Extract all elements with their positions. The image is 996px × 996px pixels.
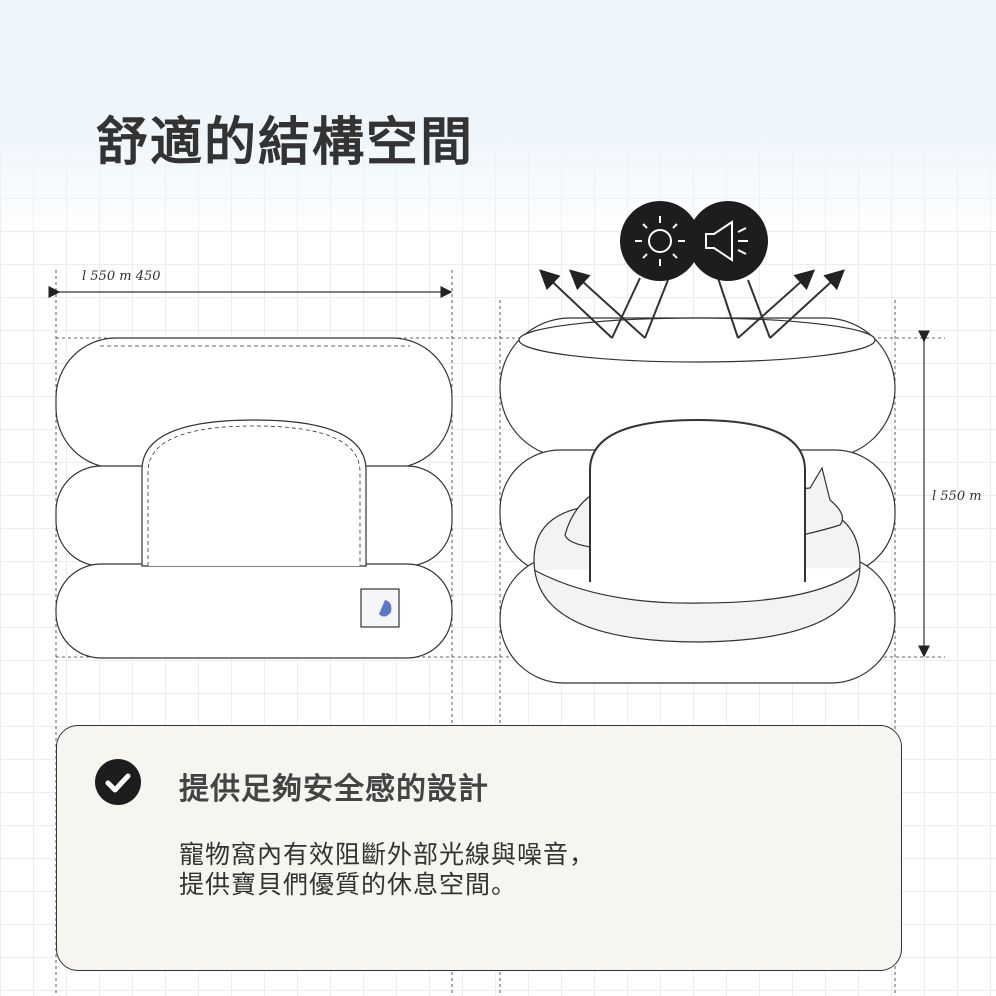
feature-card: 提供足夠安全感的設計 寵物窩內有效阻斷外部光線與噪音， 提供寶貝們優質的休息空間… <box>56 725 902 971</box>
feature-description-line: 提供寶貝們優質的休息空間。 <box>179 870 518 899</box>
feature-title: 提供足夠安全感的設計 <box>179 772 489 807</box>
deflection-arrows <box>539 269 845 339</box>
brand-tag <box>360 588 400 628</box>
bed-side-view <box>499 317 896 684</box>
page-title: 舒適的結構空間 <box>96 113 475 173</box>
feature-description-line: 寵物窩內有效阻斷外部光線與噪音， <box>179 840 596 869</box>
header-background <box>0 0 996 240</box>
height-label: l 550 m <box>932 489 982 504</box>
bed-front-view <box>55 337 453 659</box>
feature-description: 寵物窩內有效阻斷外部光線與噪音， 提供寶貝們優質的休息空間。 <box>179 840 595 900</box>
speaker-icon <box>688 201 768 281</box>
width-label: l 550 m 450 <box>82 269 161 284</box>
sun-icon <box>620 201 700 281</box>
check-circle-icon <box>95 759 141 805</box>
